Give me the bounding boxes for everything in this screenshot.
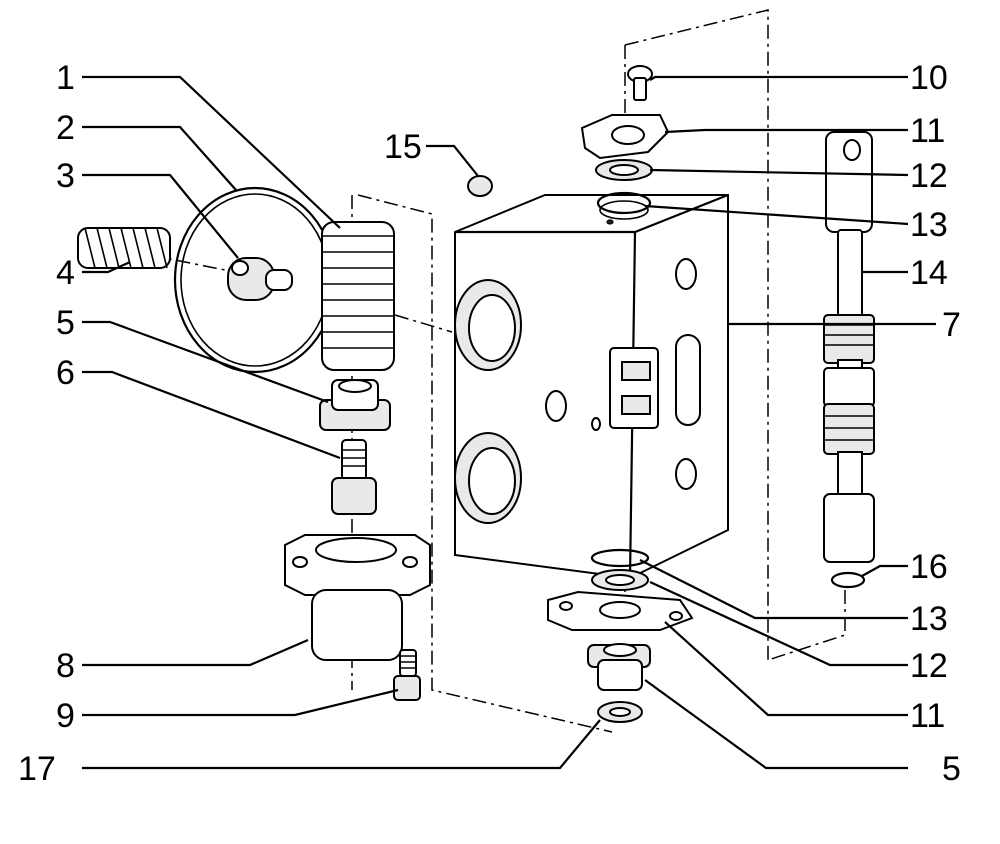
callout-12-bottom: 12 [910,647,948,685]
callout-15: 15 [384,128,422,166]
callout-11-bottom: 11 [910,697,945,735]
callout-1: 1 [56,59,75,97]
callout-4: 4 [56,254,75,292]
callout-17: 17 [18,750,56,788]
callout-10: 10 [910,59,948,97]
callout-numbers: 1 2 3 4 5 6 8 9 17 15 10 11 12 13 14 7 1… [18,59,961,788]
callout-5-lower: 5 [942,750,961,788]
valve-body [454,193,729,580]
screw-10 [627,65,653,101]
callout-16: 16 [910,548,948,586]
circlip [830,571,866,589]
bushing-upper [319,379,391,431]
callout-13-bottom: 13 [910,600,948,638]
callout-6: 6 [56,354,75,392]
piston [227,257,293,301]
bushing-lower [587,643,651,691]
large-spring [321,221,395,371]
callout-9: 9 [56,697,75,735]
callout-12-top: 12 [910,157,948,195]
seal-ring-bottom [590,548,650,568]
seal-ring-top [596,191,652,215]
callout-3: 3 [56,157,75,195]
callout-5-upper: 5 [56,304,75,342]
callout-13-top: 13 [910,206,948,244]
callout-7: 7 [942,306,961,344]
flange-top [580,114,670,160]
leader-lines [82,75,936,770]
callout-14: 14 [910,254,948,292]
plug [467,175,493,197]
callout-8: 8 [56,647,75,685]
small-spring [77,227,171,269]
callout-2: 2 [56,109,75,147]
cover [284,534,431,661]
plunger [331,439,377,515]
spool [823,131,875,563]
screw-9 [393,649,421,701]
callout-11-top: 11 [910,112,945,150]
flange-bottom [547,590,694,631]
